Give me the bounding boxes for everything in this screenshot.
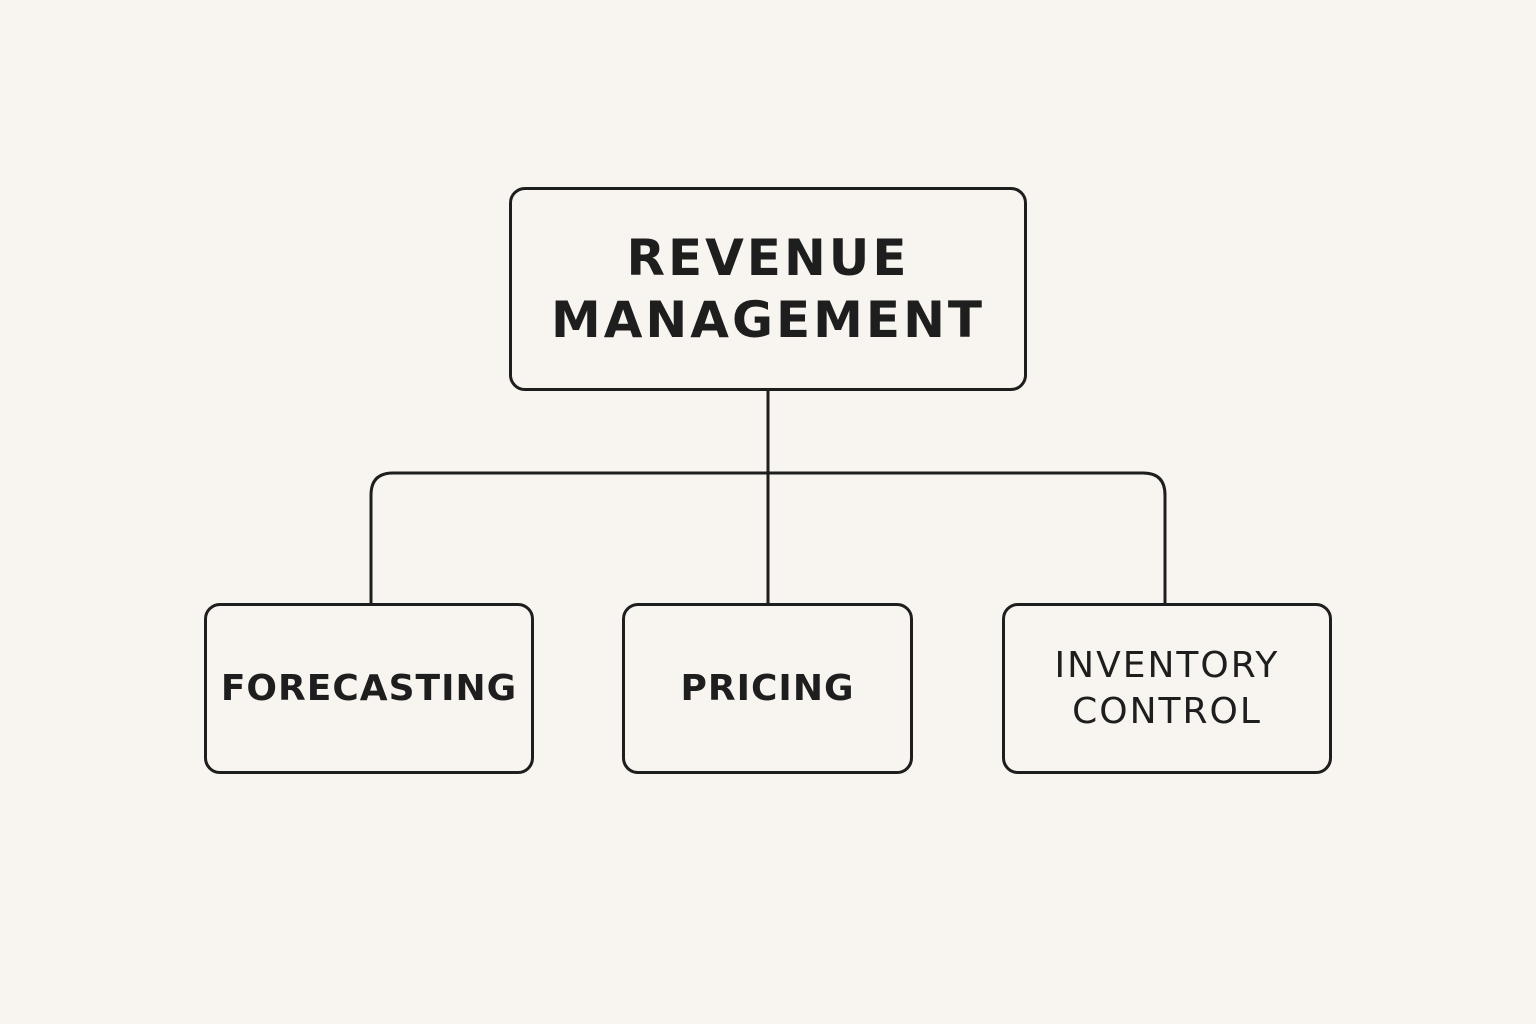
child-node-label-line-2: CONTROL	[1072, 690, 1262, 732]
root-node-revenue-management: REVENUE MANAGEMENT	[509, 187, 1027, 391]
child-node-pricing: PRICING	[622, 603, 913, 774]
root-node-label-line-1: REVENUE	[626, 229, 910, 287]
child-node-label: FORECASTING	[220, 667, 518, 709]
child-node-forecasting: FORECASTING	[204, 603, 534, 774]
child-node-label-line-1: INVENTORY	[1054, 644, 1280, 686]
child-node-label: PRICING	[680, 667, 855, 709]
root-node-label-line-2: MANAGEMENT	[550, 291, 986, 349]
child-node-inventory-control: INVENTORY CONTROL	[1002, 603, 1332, 774]
